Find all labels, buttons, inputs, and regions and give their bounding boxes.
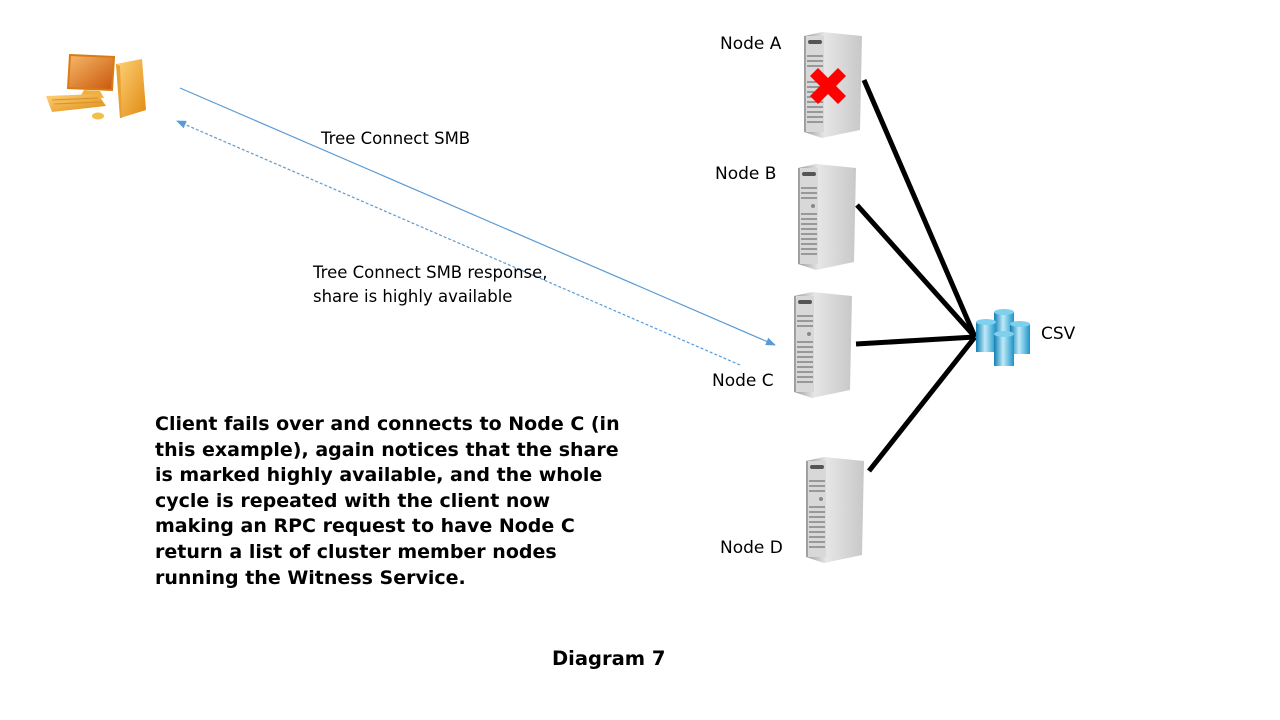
description-text: Client fails over and connects to Node C… <box>155 413 620 589</box>
link-node-b-csv <box>855 203 977 339</box>
response-message-line-2: share is highly available <box>313 287 513 306</box>
node-b-label: Node B <box>715 164 777 184</box>
csv-label: CSV <box>1041 324 1076 344</box>
red-x-icon <box>810 68 846 104</box>
node-a-label: Node A <box>720 34 782 54</box>
node-c-label: Node C <box>712 371 774 391</box>
server-node-c-icon <box>794 292 852 398</box>
desktop-computer-icon <box>46 53 146 120</box>
response-message-label: Tree Connect SMB response, share is high… <box>313 261 548 309</box>
response-message-line-1: Tree Connect SMB response, <box>313 263 548 282</box>
request-message-label: Tree Connect SMB <box>321 129 471 148</box>
link-node-a-csv <box>861 79 978 338</box>
server-node-d-icon <box>806 457 864 563</box>
link-node-d-csv <box>867 335 977 473</box>
response-arrow-line <box>176 120 741 366</box>
request-arrow-line <box>179 87 776 346</box>
server-node-b-icon <box>798 164 856 270</box>
node-d-label: Node D <box>720 538 783 558</box>
database-cylinders-icon <box>976 309 1030 366</box>
link-node-c-csv <box>855 334 976 347</box>
diagram-caption: Diagram 7 <box>552 647 666 670</box>
